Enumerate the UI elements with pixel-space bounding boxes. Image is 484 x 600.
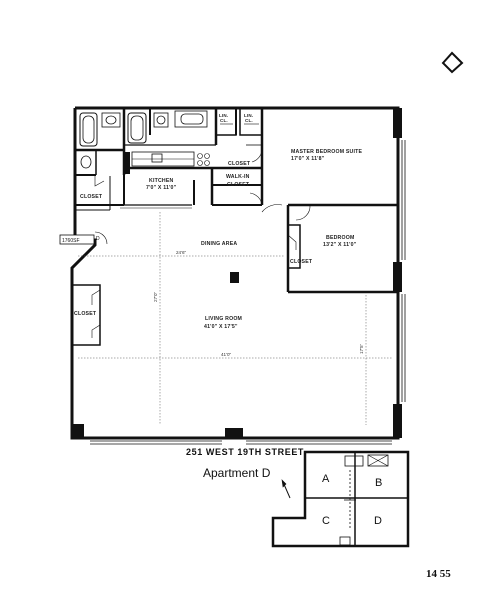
unit-b-label: B — [375, 477, 382, 489]
master-bedroom-label: MASTER BEDROOM SUITE — [291, 149, 362, 155]
linen-closet-label-4: CL. — [245, 118, 253, 123]
living-room-dims: 41'0" X 17'5" — [204, 324, 238, 330]
bedroom-closet-label: CLOSET — [290, 259, 313, 265]
sqft-label: 1760SF — [62, 238, 80, 244]
unit-c-label: C — [322, 515, 330, 527]
kitchen-label: KITCHEN — [149, 178, 174, 184]
apartment-d-label: Apartment D — [203, 466, 271, 480]
unit-a-label: A — [322, 473, 330, 485]
sqft-box — [59, 234, 95, 245]
vertical-depth-dim: 27'0" — [153, 291, 158, 302]
dining-area-label: DINING AREA — [201, 241, 237, 247]
apartment-floor-plan — [70, 106, 406, 445]
closet-top-label: CLOSET — [228, 161, 251, 167]
entry-letter: D — [96, 236, 100, 242]
street-address: 251 WEST 19TH STREET — [186, 447, 304, 457]
dimension-lines — [78, 212, 392, 425]
linen-closet-label-3: LIN. — [244, 113, 253, 118]
page-number: 14 55 — [426, 568, 451, 580]
closet-left-label: CLOSET — [80, 194, 103, 200]
living-width-dim: 41'0" — [221, 352, 232, 357]
key-plan — [271, 450, 410, 548]
bedroom-label: BEDROOM — [326, 235, 355, 241]
unit-d-label: D — [374, 515, 382, 527]
master-bedroom-dims: 17'0" X 11'8" — [291, 156, 325, 162]
walk-in-closet-label: CLOSET — [227, 182, 250, 188]
dining-width-dim: 24'6" — [176, 250, 187, 255]
bedroom-dims: 13'2" X 11'0" — [323, 242, 357, 248]
lower-closet-label: CLOSET — [74, 311, 97, 317]
kitchen-dims: 7'0" X 11'0" — [146, 185, 177, 191]
walk-in-label: WALK-IN — [226, 174, 250, 180]
linen-closet-label-2: CL. — [220, 118, 228, 123]
living-room-label: LIVING ROOM — [205, 316, 242, 322]
linen-closet-label-1: LIN. — [219, 113, 228, 118]
compass-icon — [441, 51, 464, 74]
right-depth-dim: 17'5" — [359, 343, 364, 354]
